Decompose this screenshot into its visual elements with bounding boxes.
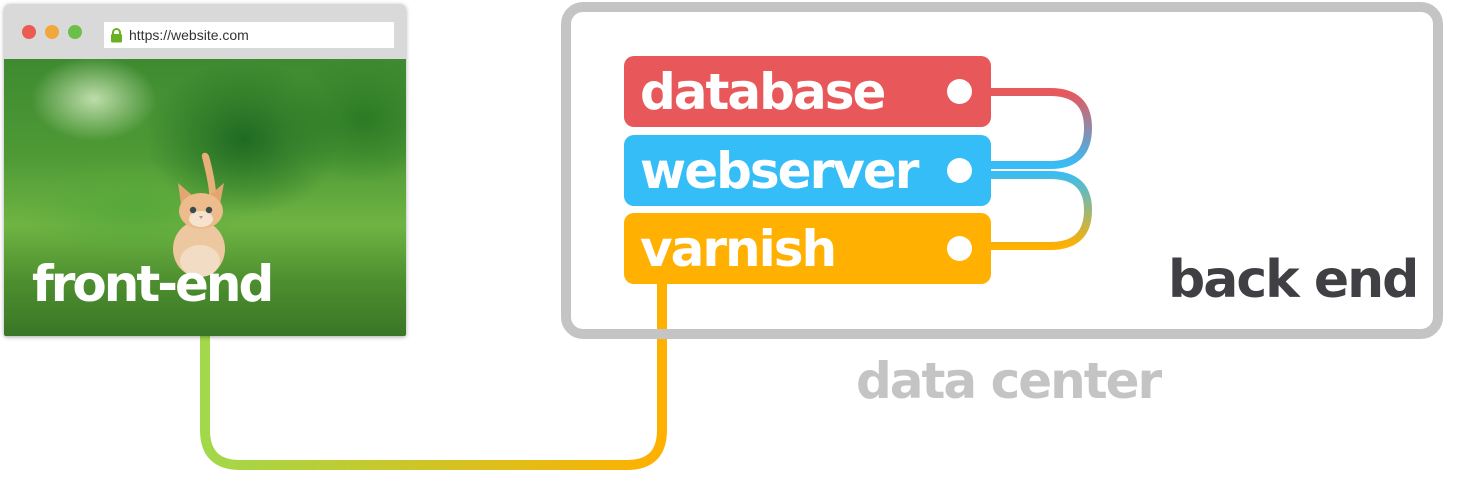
server-label-database: database: [640, 62, 886, 121]
port-icon: [947, 79, 972, 104]
wire-database-to-webserver: [985, 88, 1093, 169]
server-varnish: varnish: [624, 213, 991, 284]
server-database: database: [624, 56, 991, 127]
server-label-varnish: varnish: [640, 219, 837, 278]
window-controls: [22, 25, 82, 39]
data-center-box: [561, 2, 1443, 339]
wire-webserver-to-varnish: [985, 171, 1093, 250]
front-end-label: front-end: [32, 255, 274, 313]
maximize-dot[interactable]: [68, 25, 82, 39]
webpage-photo: front-end: [4, 59, 406, 336]
browser-window: https://website.com front-end: [4, 4, 406, 336]
server-webserver: webserver: [624, 135, 991, 206]
lock-icon: [111, 27, 122, 42]
data-center-label: data center: [856, 352, 1162, 410]
port-icon: [947, 158, 972, 183]
address-bar[interactable]: https://website.com: [104, 22, 394, 48]
close-dot[interactable]: [22, 25, 36, 39]
url-text: https://website.com: [129, 27, 249, 43]
kitten-photo: [173, 152, 225, 277]
back-end-label: back end: [1168, 250, 1419, 310]
minimize-dot[interactable]: [45, 25, 59, 39]
server-label-webserver: webserver: [640, 141, 919, 200]
port-icon: [947, 236, 972, 261]
wire-front-end-to-varnish: [200, 275, 667, 470]
